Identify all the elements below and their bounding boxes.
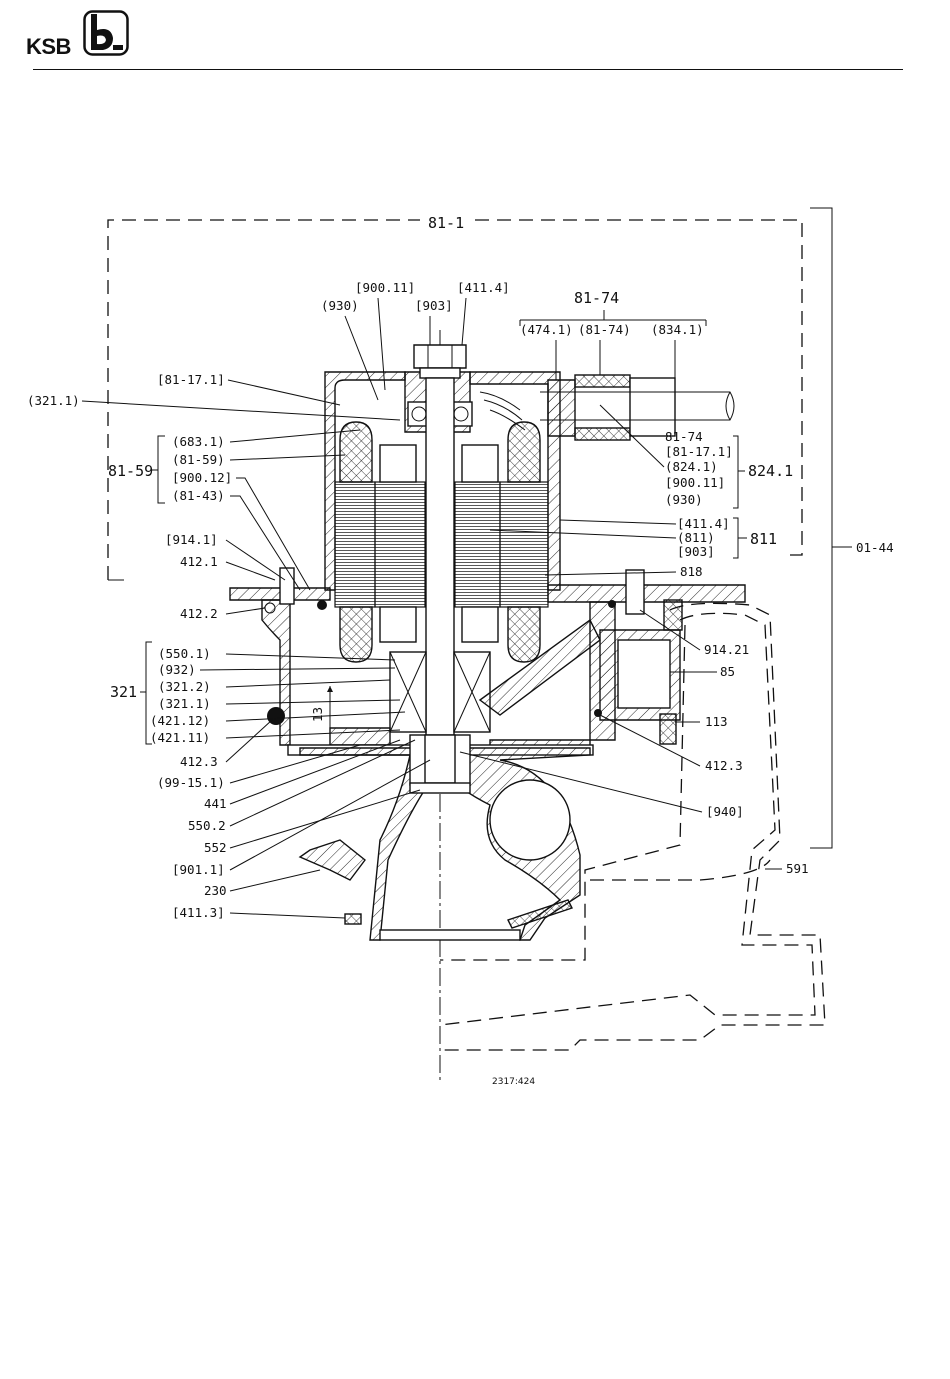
label-900-11: [900.11] xyxy=(355,280,415,295)
label-824-1-sub: (824.1) xyxy=(665,459,718,474)
motor-boundary-81-1: 81-1 xyxy=(107,214,803,581)
logo-text: KSB xyxy=(26,34,71,59)
label-411-4-r: [411.4] xyxy=(677,516,730,531)
label-930-r: (930) xyxy=(665,492,703,507)
label-412-3: 412.3 xyxy=(180,754,218,769)
label-99-15-1: (99-15.1) xyxy=(157,775,225,790)
label-811-sub: (811) xyxy=(677,530,715,545)
label-903: [903] xyxy=(415,298,453,313)
label-321: 321 xyxy=(110,683,137,701)
label-811: 811 xyxy=(750,530,777,548)
label-81-43: (81-43) xyxy=(172,488,225,503)
label-550-2: 550.2 xyxy=(188,818,226,833)
label-900-11-r: [900.11] xyxy=(665,475,725,490)
shaft xyxy=(425,377,455,751)
label-81-74: 81-74 xyxy=(574,289,619,307)
drawing-number: 2317:424 xyxy=(492,1077,535,1087)
label-411-3: [411.3] xyxy=(172,905,225,920)
label-940: [940] xyxy=(706,804,744,819)
label-81-74-sub: (81-74) xyxy=(578,322,631,337)
label-81-17-1-r: [81-17.1] xyxy=(665,444,733,459)
labels-right: 81-74 [81-17.1] (824.1) [900.11] (930) 8… xyxy=(459,404,809,876)
label-591: 591 xyxy=(786,861,809,876)
dimension-value: 13 xyxy=(310,707,325,722)
label-321-2: (321.2) xyxy=(158,679,211,694)
header: KSB xyxy=(26,10,146,60)
label-932: (932) xyxy=(158,662,196,677)
label-914-1: [914.1] xyxy=(165,532,218,547)
label-85: 85 xyxy=(720,664,735,679)
bracket-01-44: 01-44 xyxy=(810,207,894,849)
label-903-r: [903] xyxy=(677,544,715,559)
label-411-4: [411.4] xyxy=(457,280,510,295)
label-321-1: (321.1) xyxy=(27,393,80,408)
label-550-1: (550.1) xyxy=(158,646,211,661)
header-rule xyxy=(33,69,903,70)
label-412-2: 412.2 xyxy=(180,606,218,621)
label-824-1: 824.1 xyxy=(748,462,793,480)
label-321-1-b: (321.1) xyxy=(158,696,211,711)
label-113: 113 xyxy=(705,714,728,729)
labels-top: [900.11] [411.4] (930) [903] 81-74 (474.… xyxy=(321,280,707,401)
label-474-1: (474.1) xyxy=(520,322,573,337)
label-901-1: [901.1] xyxy=(172,862,225,877)
pump-casing xyxy=(298,734,591,941)
label-81-59-sub: (81-59) xyxy=(172,452,225,467)
label-441: 441 xyxy=(204,796,227,811)
label-930: (930) xyxy=(321,298,359,313)
label-01-44: 01-44 xyxy=(856,540,894,555)
label-81-17-1: [81-17.1] xyxy=(157,372,225,387)
label-818: 818 xyxy=(680,564,703,579)
label-81-74-r: 81-74 xyxy=(665,429,703,444)
pump-chamber-591 xyxy=(439,602,826,1051)
label-412-1: 412.1 xyxy=(180,554,218,569)
label-421-11: (421.11) xyxy=(150,730,210,745)
ksb-b-icon xyxy=(83,10,129,56)
label-834-1: (834.1) xyxy=(651,322,704,337)
label-412-3-r: 412.3 xyxy=(705,758,743,773)
labels-left: [81-17.1] (321.1) 81-59 (683.1) (81-59) … xyxy=(27,372,431,920)
label-421-12: (421.12) xyxy=(150,713,210,728)
label-81-1: 81-1 xyxy=(428,214,464,232)
label-914-21: 914.21 xyxy=(704,642,749,657)
label-683-1: (683.1) xyxy=(172,434,225,449)
label-552: 552 xyxy=(204,840,227,855)
label-900-12: [900.12] xyxy=(172,470,232,485)
label-81-59: 81-59 xyxy=(108,462,153,480)
label-230: 230 xyxy=(204,883,227,898)
